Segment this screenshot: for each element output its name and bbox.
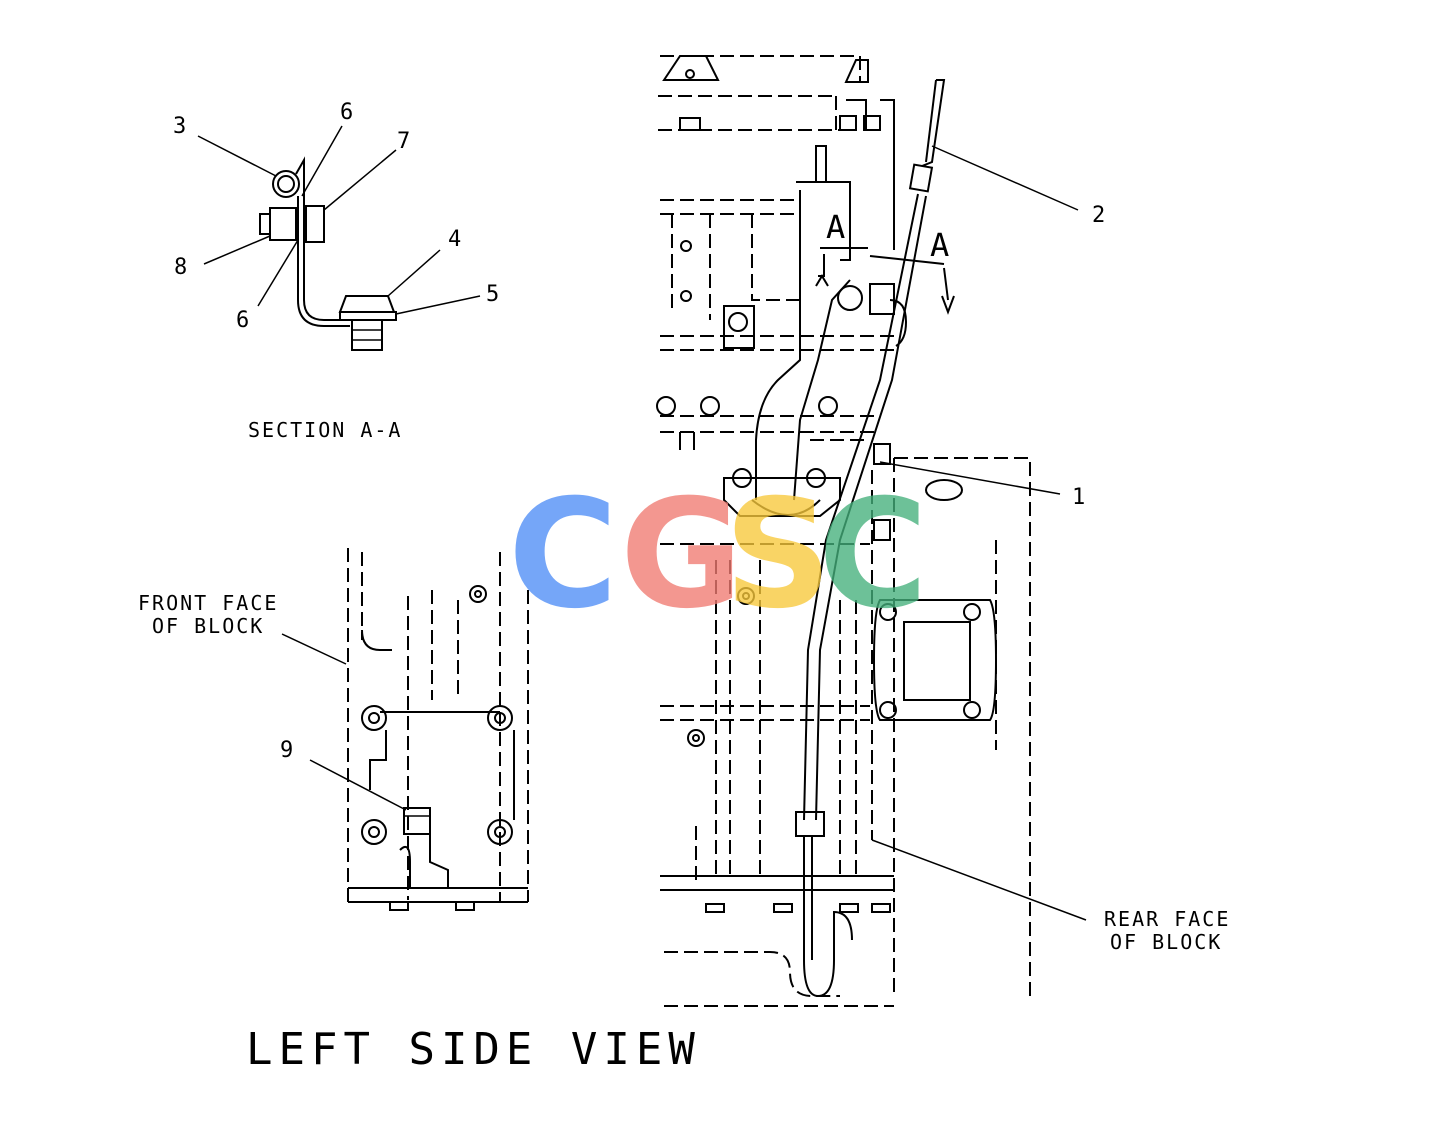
callout-6-bottom: 6: [236, 308, 249, 333]
callout-4: 4: [448, 227, 461, 252]
section-a-a-detail: [197, 125, 481, 351]
section-marker-a-left: A: [826, 208, 845, 246]
callout-8: 8: [174, 255, 187, 280]
watermark-letter-4: C: [818, 468, 928, 642]
front-face-label-line1: FRONT FACE: [138, 591, 278, 615]
section-a-a-label: SECTION A-A: [248, 418, 402, 442]
front-face-label-line2: OF BLOCK: [152, 614, 264, 638]
callout-5: 5: [486, 282, 499, 307]
front-block-detail: [281, 548, 529, 911]
callout-7: 7: [397, 129, 410, 154]
view-title: LEFT SIDE VIEW: [246, 1024, 701, 1075]
main-engine-view: [656, 55, 1087, 1007]
section-marker-a-right: A: [930, 226, 949, 264]
callout-3: 3: [173, 114, 186, 139]
callout-2: 2: [1092, 203, 1105, 228]
rear-face-label-line1: REAR FACE: [1104, 907, 1230, 931]
watermark-letter-2: G: [620, 468, 743, 642]
cgsc-watermark-logo: C G S C: [508, 468, 928, 642]
watermark-letter-3: S: [724, 468, 832, 642]
callout-9: 9: [280, 738, 293, 763]
watermark-letter-1: C: [508, 468, 618, 642]
callout-1: 1: [1072, 485, 1085, 510]
rear-face-label-line2: OF BLOCK: [1110, 930, 1222, 954]
callout-6-top: 6: [340, 100, 353, 125]
